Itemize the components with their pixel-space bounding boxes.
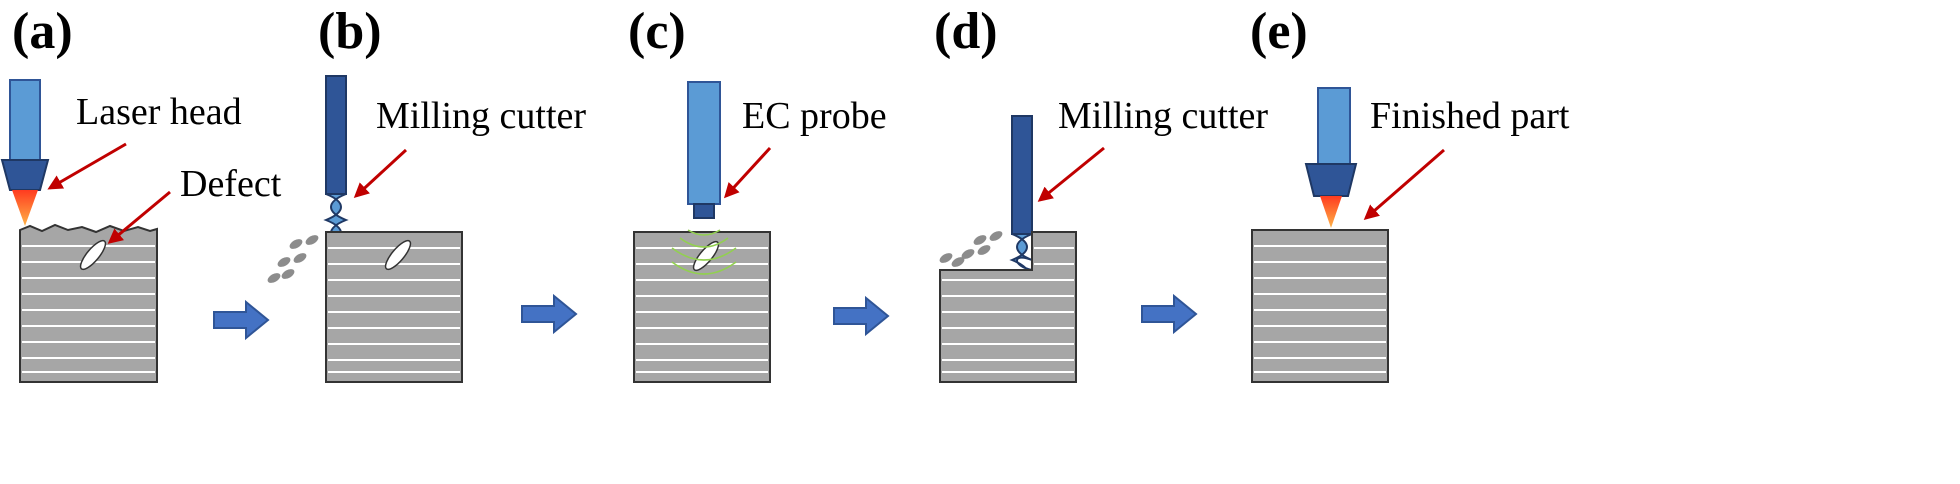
part-block-a bbox=[19, 223, 158, 383]
defect-icon bbox=[384, 239, 412, 271]
defect-icon bbox=[79, 239, 107, 271]
part-block-b bbox=[325, 231, 463, 383]
callout-milling-cutter: Milling cutter bbox=[1058, 95, 1268, 137]
milling-cutter-icon bbox=[1009, 115, 1033, 274]
panel-label-a: (a) bbox=[12, 3, 73, 60]
callout-milling-cutter: Milling cutter bbox=[376, 95, 586, 137]
callout-ec-probe: EC probe bbox=[742, 95, 887, 137]
panel-a: (a) Laser head Defect bbox=[0, 3, 282, 383]
laser-head-icon bbox=[0, 79, 50, 226]
part-block-d bbox=[939, 231, 1077, 383]
laser-head-icon bbox=[1304, 87, 1358, 228]
eddy-current-field bbox=[671, 229, 737, 275]
panel-c: (c) EC probe bbox=[628, 3, 887, 383]
milling-cutter-icon bbox=[323, 75, 349, 247]
pointer-arrow bbox=[1037, 146, 1105, 202]
panel-label-b: (b) bbox=[318, 3, 382, 60]
pointer-arrow bbox=[107, 190, 171, 244]
panel-e: (e) Finished part bbox=[1250, 3, 1570, 383]
panel-b: (b) Milling cutter bbox=[267, 3, 586, 383]
callout-finished-part: Finished part bbox=[1370, 95, 1570, 137]
part-block-c bbox=[633, 229, 771, 383]
chips bbox=[939, 231, 1003, 267]
process-arrow-icon bbox=[1141, 293, 1198, 335]
pointer-arrow bbox=[353, 148, 408, 199]
panel-label-c: (c) bbox=[628, 3, 686, 60]
process-arrow-icon bbox=[213, 299, 270, 341]
pointer-arrow bbox=[723, 146, 772, 199]
panel-label-e: (e) bbox=[1250, 3, 1308, 60]
callout-laser-head: Laser head bbox=[76, 91, 242, 133]
pointer-arrow bbox=[47, 142, 127, 190]
part-block-e bbox=[1251, 229, 1389, 383]
panel-d: (d) Milling cutter bbox=[934, 3, 1268, 383]
ec-probe-icon bbox=[687, 81, 721, 219]
panel-label-d: (d) bbox=[934, 3, 998, 60]
pointer-arrow bbox=[1363, 148, 1445, 220]
callout-defect: Defect bbox=[180, 163, 282, 205]
chips bbox=[267, 235, 319, 283]
process-arrow-icon bbox=[521, 293, 578, 335]
process-arrow-icon bbox=[833, 295, 890, 337]
